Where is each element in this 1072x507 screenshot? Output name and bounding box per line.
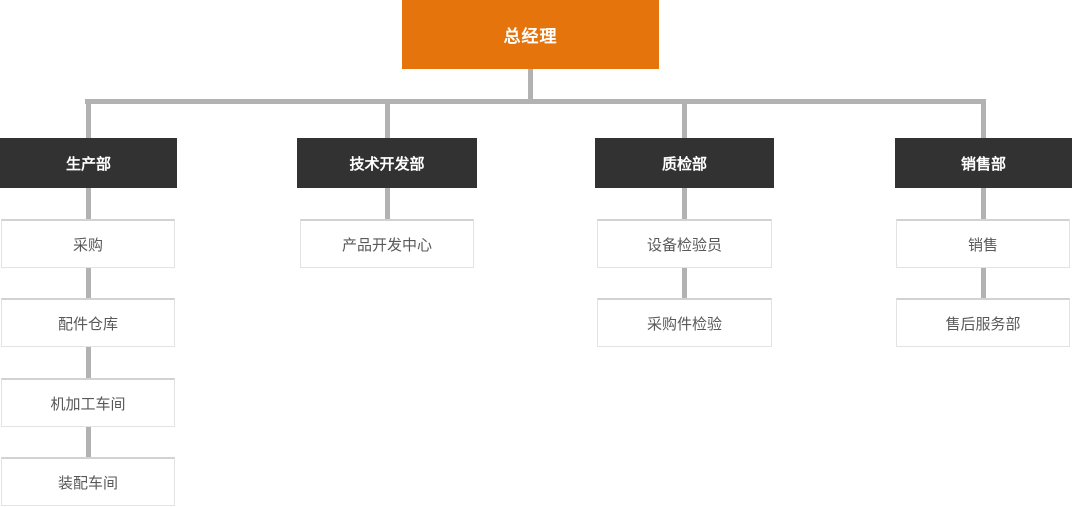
node-general-manager: 总经理 xyxy=(402,0,659,69)
node-sales-dept: 销售部 xyxy=(895,138,1072,188)
node-purchasing: 采购 xyxy=(1,219,175,268)
connector-col1-stub-4 xyxy=(86,427,91,457)
node-machining-workshop: 机加工车间 xyxy=(1,378,175,427)
connector-col2-stub-1 xyxy=(385,188,390,219)
connector-col1-stub-3 xyxy=(86,347,91,378)
node-equipment-inspector: 设备检验员 xyxy=(597,219,772,268)
connector-col3-stub-2 xyxy=(682,268,687,298)
node-after-sales-service: 售后服务部 xyxy=(896,298,1070,347)
connector-col3-top-stub xyxy=(682,99,687,139)
connector-col3-stub-1 xyxy=(682,188,687,219)
node-production-dept: 生产部 xyxy=(0,138,177,188)
node-sales: 销售 xyxy=(896,219,1070,268)
node-purchased-parts-inspection: 采购件检验 xyxy=(597,298,772,347)
connector-col4-stub-1 xyxy=(981,188,986,219)
node-quality-inspection-dept: 质检部 xyxy=(595,138,774,188)
connector-col1-stub-2 xyxy=(86,268,91,298)
connector-main-horizontal xyxy=(85,99,986,104)
connector-col1-top-stub xyxy=(86,99,91,139)
node-parts-warehouse: 配件仓库 xyxy=(1,298,175,347)
connector-col4-top-stub xyxy=(981,99,986,139)
node-product-dev-center: 产品开发中心 xyxy=(300,219,474,268)
connector-col2-top-stub xyxy=(385,99,390,139)
connector-col4-stub-2 xyxy=(981,268,986,298)
node-tech-development-dept: 技术开发部 xyxy=(297,138,477,188)
connector-root-stub xyxy=(528,69,533,100)
node-assembly-workshop: 装配车间 xyxy=(1,457,175,506)
connector-col1-stub-1 xyxy=(86,188,91,219)
